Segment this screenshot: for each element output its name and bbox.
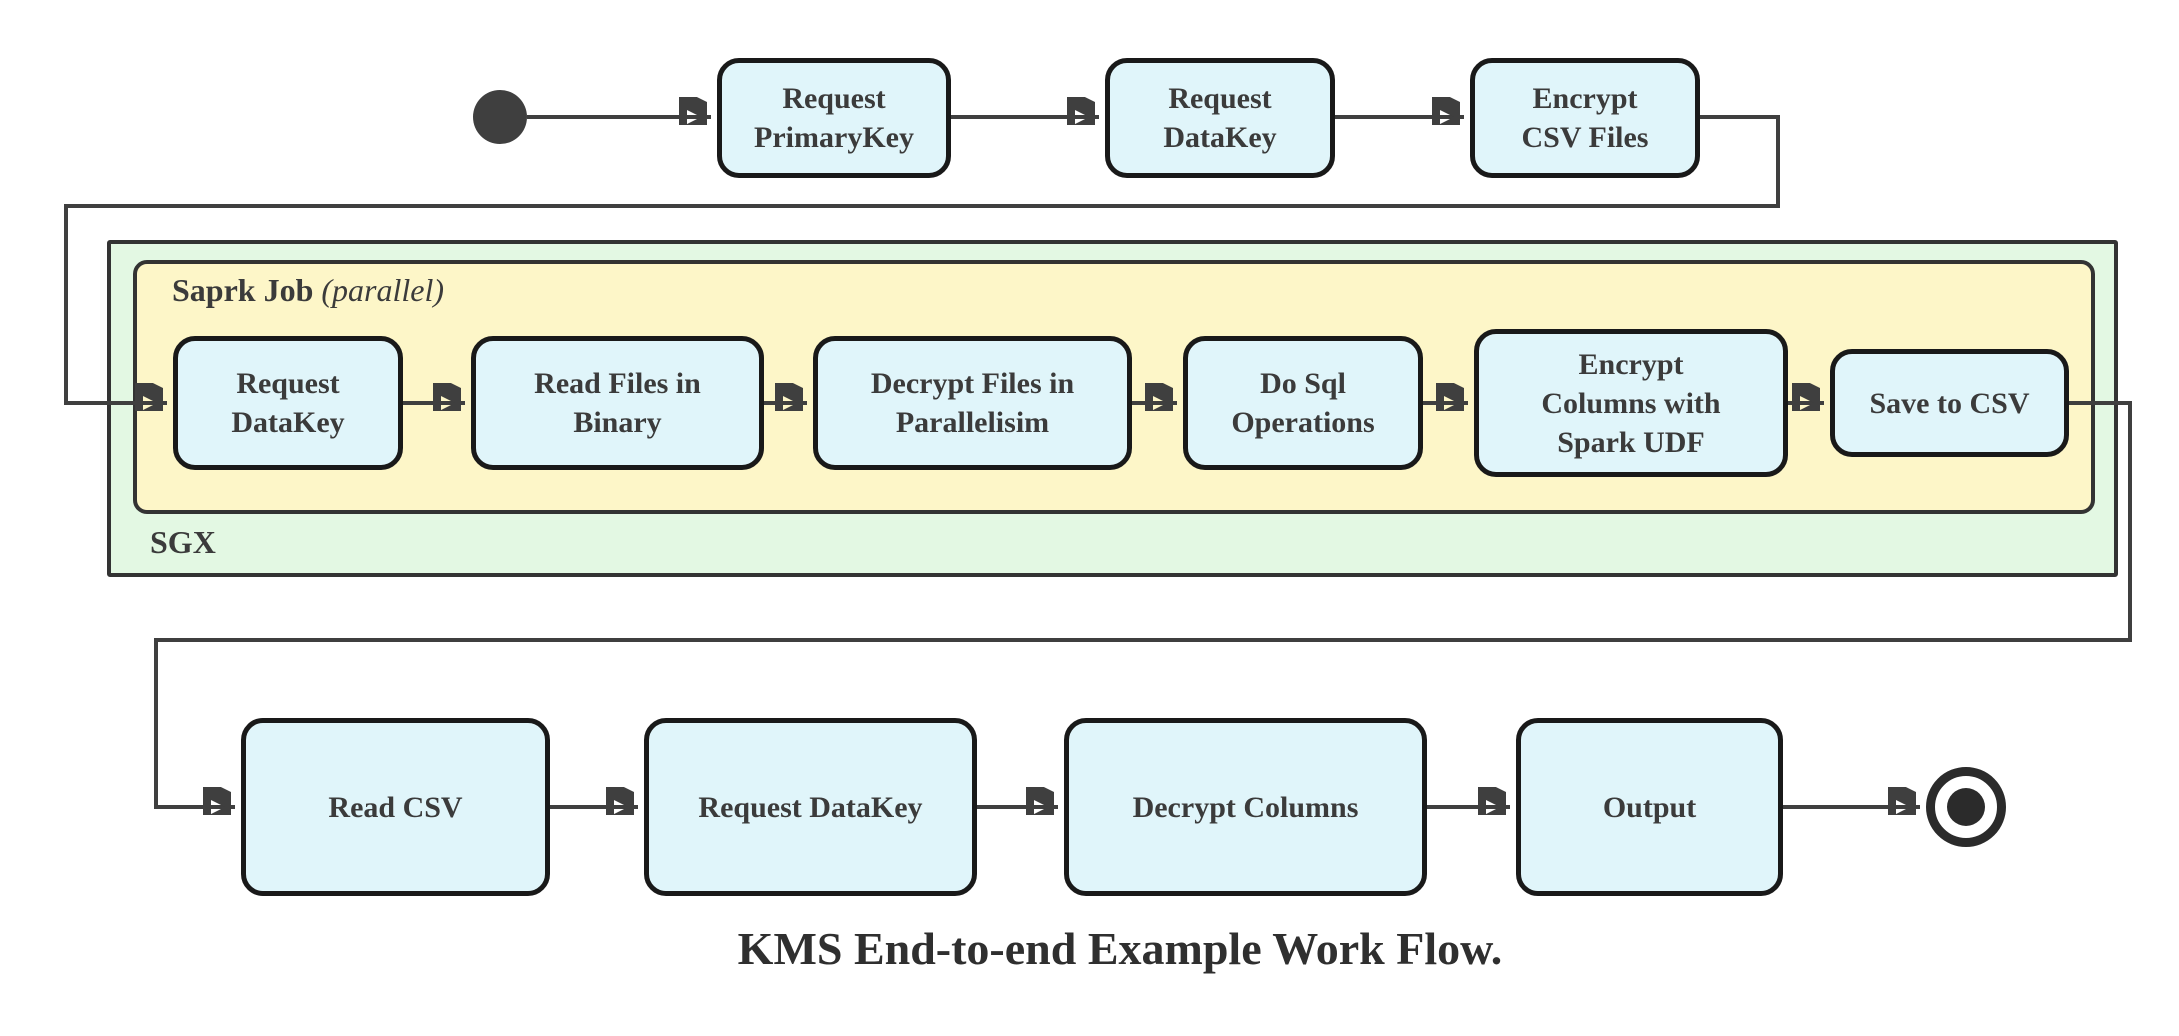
node-request-primarykey: Request PrimaryKey <box>717 58 951 178</box>
diagram-caption: KMS End-to-end Example Work Flow. <box>737 923 1503 974</box>
node-decrypt-columns: Decrypt Columns <box>1064 718 1427 896</box>
spark-job-label: Saprk Job (parallel) <box>172 272 444 309</box>
sgx-label: SGX <box>150 524 216 560</box>
node-decrypt-files-in-parallelisim: Decrypt Files in Parallelisim <box>813 336 1132 470</box>
node-encrypt-columns-spark-udf: Encrypt Columns with Spark UDF <box>1474 329 1788 477</box>
node-do-sql-operations: Do Sql Operations <box>1183 336 1423 470</box>
node-save-to-csv: Save to CSV <box>1830 349 2069 457</box>
node-request-datakey-top: Request DataKey <box>1105 58 1335 178</box>
node-encrypt-csv-files: Encrypt CSV Files <box>1470 58 1700 178</box>
spark-job-label-bold: Saprk Job <box>172 272 314 308</box>
node-read-files-in-binary: Read Files in Binary <box>471 336 764 470</box>
node-request-datakey-sgx: Request DataKey <box>173 336 403 470</box>
end-node-icon <box>1926 767 2006 847</box>
end-node-dot <box>1947 788 1985 826</box>
spark-job-label-parallel: (parallel) <box>321 272 445 308</box>
start-node-icon <box>473 90 527 144</box>
node-output: Output <box>1516 718 1783 896</box>
node-read-csv: Read CSV <box>241 718 550 896</box>
node-request-datakey-bottom: Request DataKey <box>644 718 977 896</box>
